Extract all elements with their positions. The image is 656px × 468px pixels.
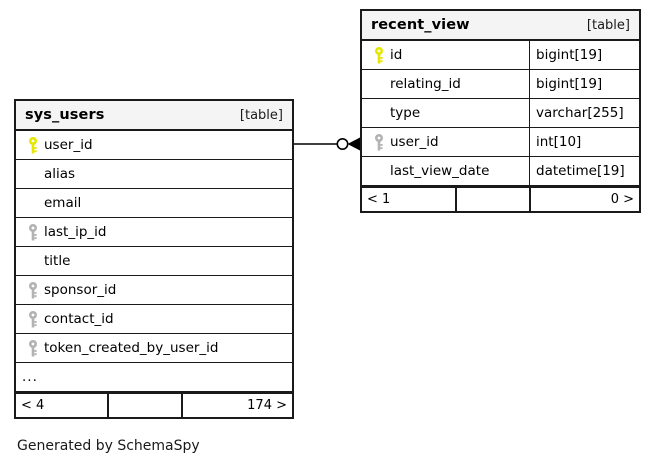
table-title-sys-users: sys_users bbox=[25, 107, 105, 123]
foreign-key-icon bbox=[368, 133, 390, 151]
table-footer-sys-users: < 4 174 > bbox=[16, 392, 292, 417]
table-header-sys-users: sys_users [table] bbox=[16, 101, 292, 131]
column-cell: user_id bbox=[362, 128, 529, 156]
column-name: alias bbox=[44, 166, 76, 182]
foreign-key-icon bbox=[22, 339, 44, 357]
no-key-icon bbox=[368, 104, 390, 122]
generated-by-label: Generated by SchemaSpy bbox=[17, 438, 200, 454]
column-name: type bbox=[390, 105, 421, 121]
no-key-icon bbox=[22, 252, 44, 270]
cardinality-many-marker bbox=[347, 137, 360, 151]
column-name: email bbox=[44, 195, 82, 211]
table-row[interactable]: user_id int[10] bbox=[362, 128, 639, 157]
parent-relations-count[interactable]: < 4 bbox=[21, 398, 45, 413]
table-header-recent-view: recent_view [table] bbox=[362, 11, 639, 41]
ellipsis-label: ... bbox=[22, 369, 38, 385]
child-relations-count[interactable]: 0 > bbox=[610, 192, 634, 207]
column-type: datetime[19] bbox=[529, 157, 639, 185]
foreign-key-icon bbox=[22, 281, 44, 299]
no-key-icon bbox=[368, 75, 390, 93]
more-columns-row[interactable]: ... bbox=[16, 363, 292, 392]
column-type: bigint[19] bbox=[529, 70, 639, 98]
column-cell: contact_id bbox=[16, 305, 292, 333]
footer-middle-cell bbox=[455, 188, 531, 211]
table-tag-sys-users: [table] bbox=[239, 107, 283, 123]
child-relations-count[interactable]: 174 > bbox=[247, 398, 287, 413]
table-row[interactable]: relating_id bigint[19] bbox=[362, 70, 639, 99]
table-row[interactable]: type varchar[255] bbox=[362, 99, 639, 128]
table-row[interactable]: token_created_by_user_id bbox=[16, 334, 292, 363]
primary-key-icon bbox=[368, 46, 390, 64]
no-key-icon bbox=[22, 194, 44, 212]
column-cell: title bbox=[16, 247, 292, 275]
no-key-icon bbox=[22, 165, 44, 183]
foreign-key-icon bbox=[22, 223, 44, 241]
column-cell: email bbox=[16, 189, 292, 217]
column-cell: last_ip_id bbox=[16, 218, 292, 246]
column-name: id bbox=[390, 47, 403, 63]
column-cell: sponsor_id bbox=[16, 276, 292, 304]
table-recent-view[interactable]: recent_view [table] id bigint[19] bbox=[360, 9, 641, 213]
column-name: relating_id bbox=[390, 76, 461, 92]
column-type: bigint[19] bbox=[529, 41, 639, 69]
column-cell: token_created_by_user_id bbox=[16, 334, 292, 362]
footer-middle-cell bbox=[107, 394, 183, 417]
column-cell: alias bbox=[16, 160, 292, 188]
column-name: title bbox=[44, 253, 71, 269]
no-key-icon bbox=[368, 162, 390, 180]
cardinality-optional-marker bbox=[336, 138, 349, 151]
table-row[interactable]: sponsor_id bbox=[16, 276, 292, 305]
column-cell: user_id bbox=[16, 131, 292, 159]
column-name: user_id bbox=[390, 134, 439, 150]
column-cell: last_view_date bbox=[362, 157, 529, 185]
column-name: last_view_date bbox=[390, 163, 490, 179]
table-sys_users[interactable]: sys_users [table] user_id bbox=[14, 99, 294, 419]
column-type: int[10] bbox=[529, 128, 639, 156]
column-name: user_id bbox=[44, 137, 93, 153]
column-name: sponsor_id bbox=[44, 282, 117, 298]
column-name: last_ip_id bbox=[44, 224, 107, 240]
table-row[interactable]: last_view_date datetime[19] bbox=[362, 157, 639, 186]
column-name: token_created_by_user_id bbox=[44, 340, 219, 356]
table-tag-recent-view: [table] bbox=[586, 17, 630, 33]
foreign-key-icon bbox=[22, 310, 44, 328]
column-cell: type bbox=[362, 99, 529, 127]
table-row[interactable]: id bigint[19] bbox=[362, 41, 639, 70]
table-title-recent-view: recent_view bbox=[371, 17, 470, 33]
table-footer-recent-view: < 1 0 > bbox=[362, 186, 639, 211]
column-cell: id bbox=[362, 41, 529, 69]
table-row[interactable]: user_id bbox=[16, 131, 292, 160]
column-name: contact_id bbox=[44, 311, 114, 327]
column-cell: relating_id bbox=[362, 70, 529, 98]
column-type: varchar[255] bbox=[529, 99, 639, 127]
table-row[interactable]: alias bbox=[16, 160, 292, 189]
primary-key-icon bbox=[22, 136, 44, 154]
parent-relations-count[interactable]: < 1 bbox=[367, 192, 391, 207]
table-row[interactable]: contact_id bbox=[16, 305, 292, 334]
table-row[interactable]: email bbox=[16, 189, 292, 218]
table-row[interactable]: last_ip_id bbox=[16, 218, 292, 247]
table-row[interactable]: title bbox=[16, 247, 292, 276]
